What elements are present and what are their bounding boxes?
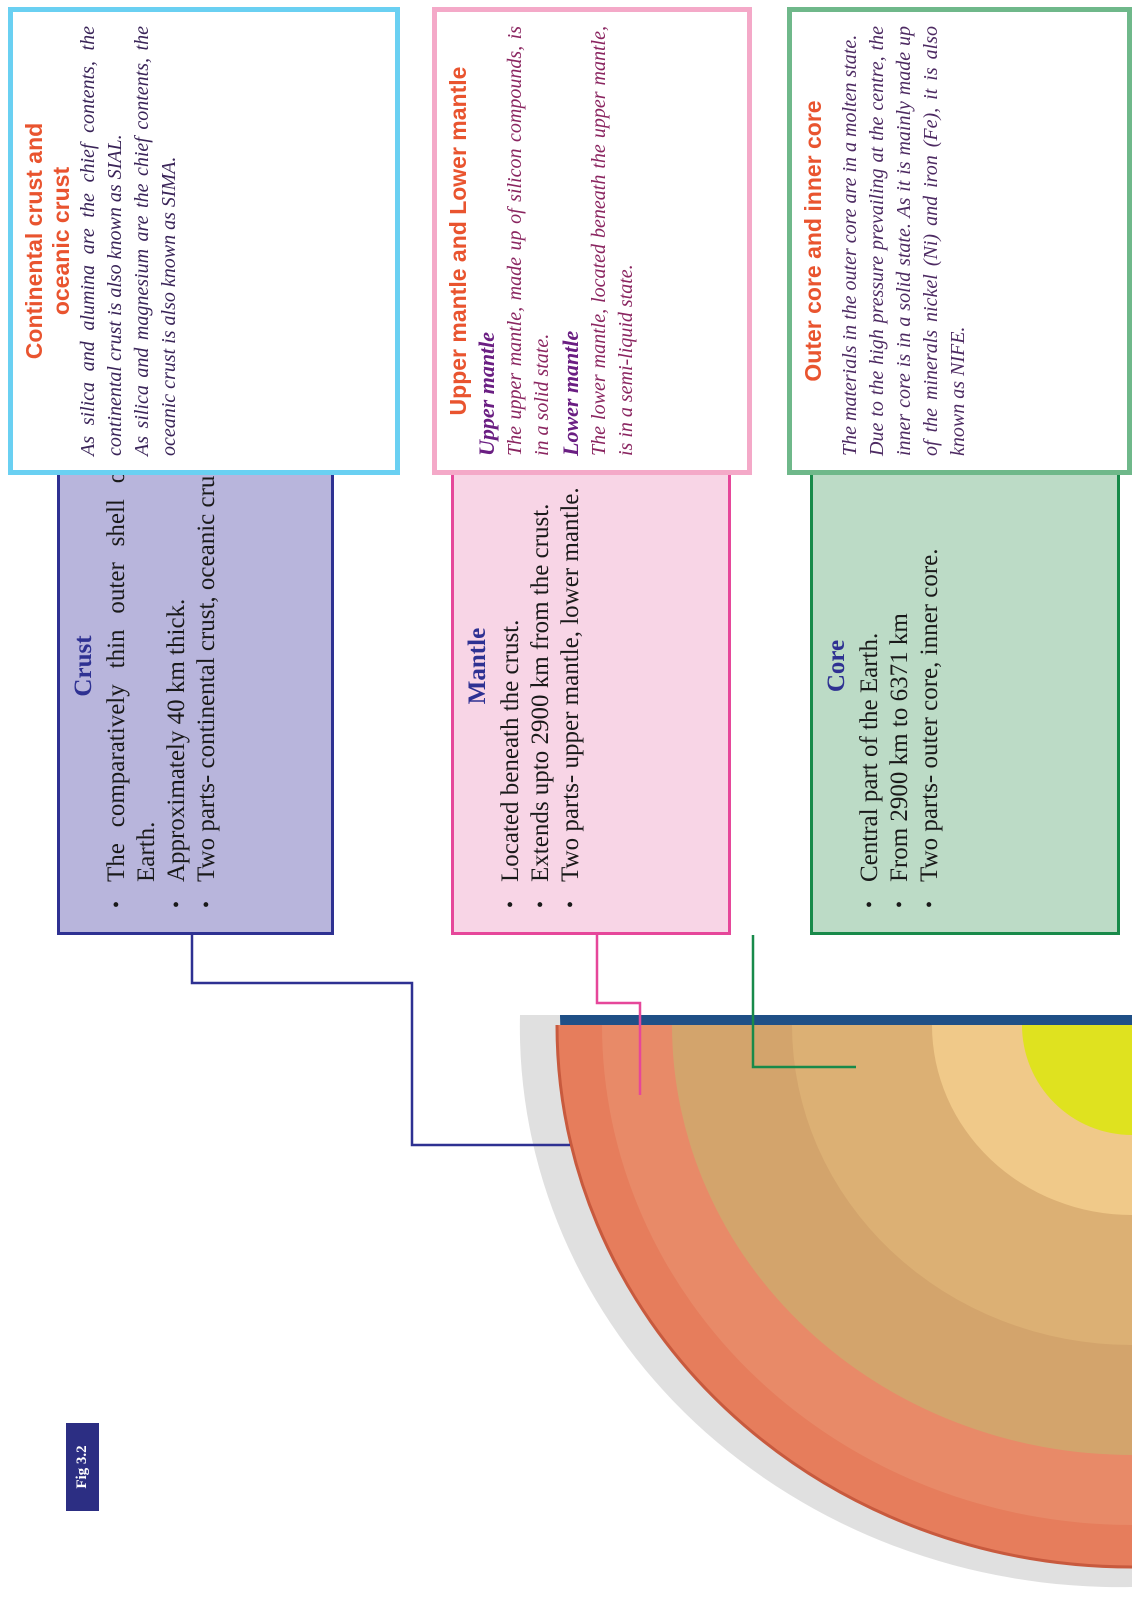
mantle-title: Mantle — [464, 416, 492, 916]
mantle-box: Mantle Located beneath the crust. Extend… — [451, 397, 731, 935]
core-title: Core — [823, 416, 851, 916]
mantle-points: Located beneath the crust. Extends upto … — [496, 416, 586, 916]
core-point-1: Central part of the Earth. — [855, 416, 885, 882]
mantle-detail-box: Upper mantle and Lower mantle Upper mant… — [432, 7, 752, 475]
face-crust — [558, 1023, 1132, 1597]
core-point-2: From 2900 km to 6371 km — [885, 416, 915, 882]
core-detail-text-1: The materials in the outer core are in a… — [837, 26, 864, 456]
crust-box: Crust The comparatively thin outer shell… — [57, 397, 334, 935]
crust-point-2: Approximately 40 km thick. — [162, 416, 192, 882]
figure-tag: Fig 3.2 — [66, 1423, 99, 1511]
core-box: Core Central part of the Earth. From 290… — [810, 397, 1120, 935]
core-detail-title: Outer core and inner core — [800, 26, 827, 456]
crust-detail-title-1: Continental crust and — [21, 26, 48, 456]
mantle-detail-title: Upper mantle and Lower mantle — [445, 26, 472, 456]
crust-point-3: Two parts- continental crust, oceanic cr… — [192, 416, 222, 882]
crust-title: Crust — [70, 416, 98, 916]
crust-detail-text-1: As silica and alumina are the chief cont… — [75, 26, 129, 456]
lower-mantle-label: Lower mantle — [556, 26, 586, 456]
upper-mantle-label: Upper mantle — [472, 26, 502, 456]
lower-mantle-text: The lower mantle, located beneath the up… — [586, 26, 640, 456]
crust-detail-text-2: As silica and magnesium are the chief co… — [129, 26, 183, 456]
mantle-point-1: Located beneath the crust. — [496, 416, 526, 882]
core-points: Central part of the Earth. From 2900 km … — [855, 416, 945, 916]
crust-detail-title-2: oceanic crust — [48, 26, 75, 456]
upper-mantle-text: The upper mantle, made up of silicon com… — [502, 26, 556, 456]
crust-points: The comparatively thin outer shell of th… — [102, 416, 222, 916]
mantle-point-2: Extends upto 2900 km from the crust. — [526, 416, 556, 882]
mantle-point-3: Two parts- upper mantle, lower mantle. — [556, 416, 586, 882]
core-detail-box: Outer core and inner core The materials … — [787, 7, 1132, 475]
core-point-3: Two parts- outer core, inner core. — [915, 416, 945, 882]
core-detail-text-2: Due to the high pressure prevailing at t… — [864, 26, 972, 456]
crust-detail-box: Continental crust and oceanic crust As s… — [8, 7, 400, 475]
crust-point-1: The comparatively thin outer shell of th… — [102, 416, 162, 882]
